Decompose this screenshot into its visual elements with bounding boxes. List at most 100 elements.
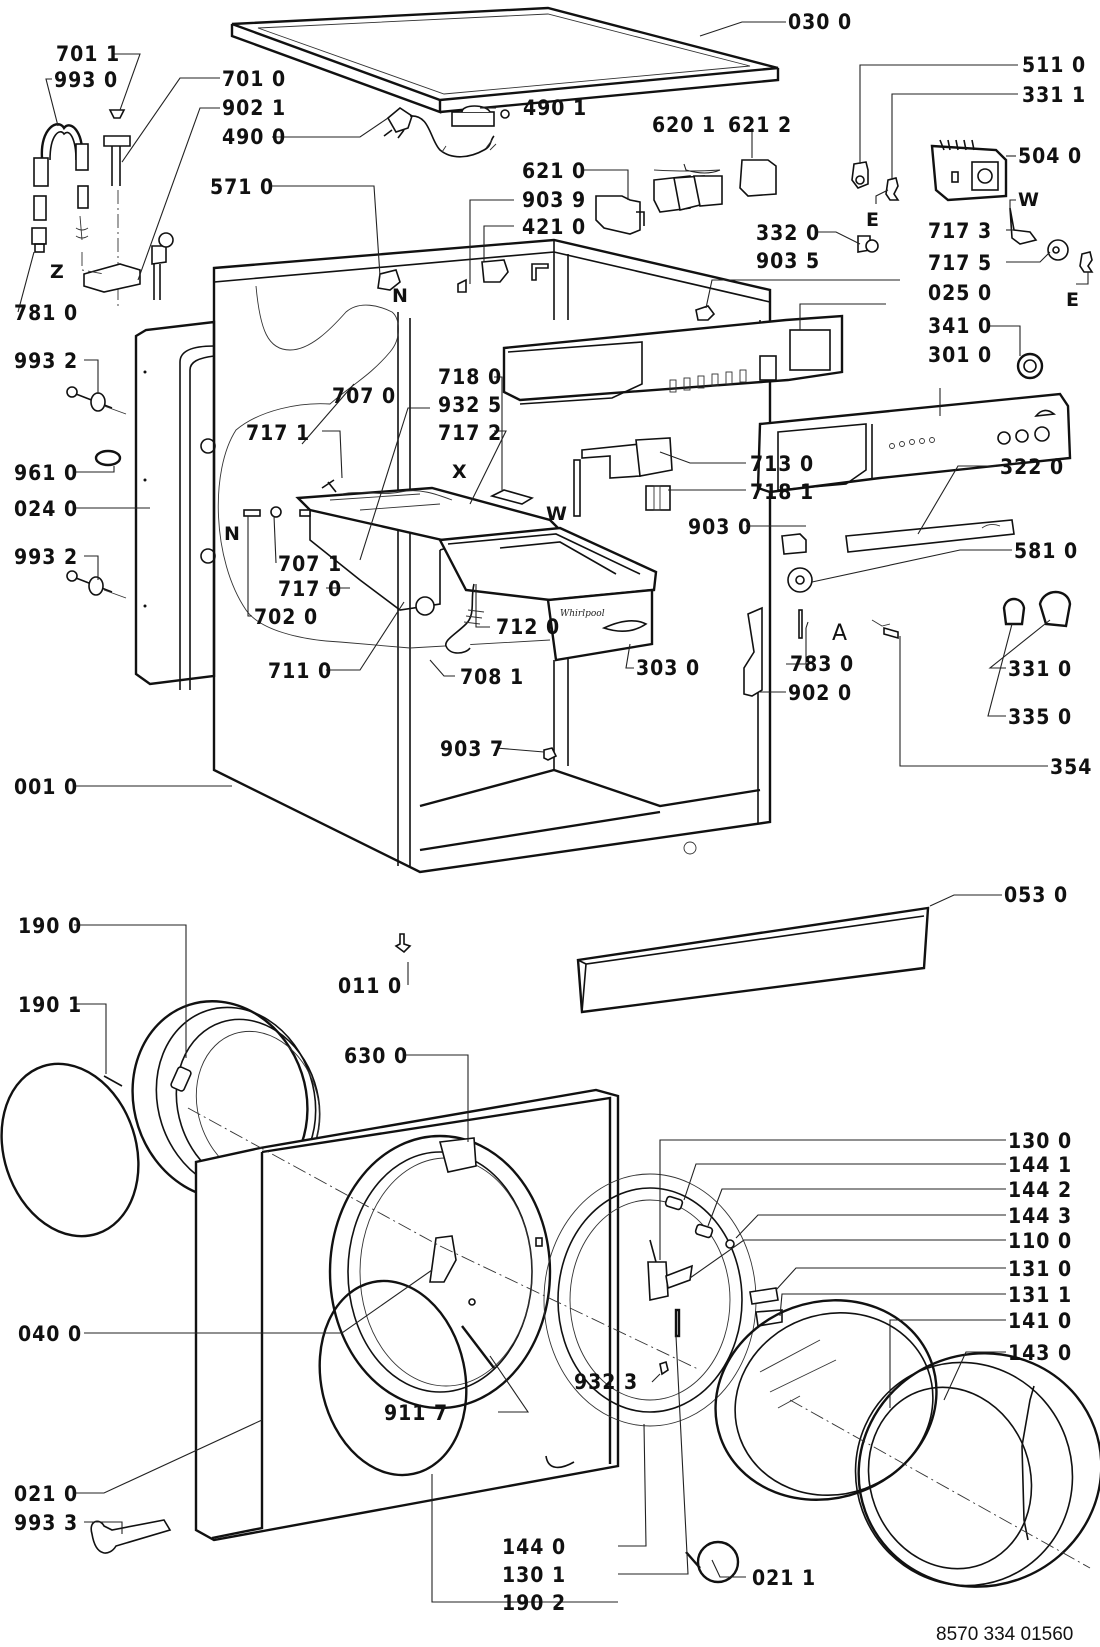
cabinet-drawing [212,238,772,874]
part-label-504-0[interactable]: 504 0 [1018,144,1082,168]
annotation-n-left: N [224,523,240,545]
document-number: 8570 334 01560 [936,1624,1073,1645]
part-label-581-0[interactable]: 581 0 [1014,539,1078,563]
part-label-902-1[interactable]: 902 1 [222,96,286,120]
part-label-490-1[interactable]: 490 1 [523,96,587,120]
part-label-713-0[interactable]: 713 0 [750,452,814,476]
part-label-701-0[interactable]: 701 0 [222,67,286,91]
part-label-143-0[interactable]: 143 0 [1008,1341,1072,1365]
part-label-021-1[interactable]: 021 1 [752,1566,816,1590]
part-label-322-0[interactable]: 322 0 [1000,455,1064,479]
hinge-ring-drawing [543,1173,783,1427]
part-label-421-0[interactable]: 421 0 [522,215,586,239]
part-label-707-1[interactable]: 707 1 [278,552,342,576]
part-label-030-0[interactable]: 030 0 [788,10,852,34]
brand-logo-text: Whirlpool [560,609,605,619]
part-label-131-0[interactable]: 131 0 [1008,1257,1072,1281]
part-label-718-1[interactable]: 718 1 [750,480,814,504]
part-label-511-0[interactable]: 511 0 [1022,53,1086,77]
part-label-701-1[interactable]: 701 1 [56,42,120,66]
part-label-190-0[interactable]: 190 0 [18,914,82,938]
axis-lines [187,1107,1091,1569]
part-label-001-0[interactable]: 001 0 [14,775,78,799]
part-label-341-0[interactable]: 341 0 [928,314,992,338]
part-label-781-0[interactable]: 781 0 [14,301,78,325]
part-label-011-0[interactable]: 011 0 [338,974,402,998]
annotation-e-left: E [866,209,879,231]
part-label-490-0[interactable]: 490 0 [222,125,286,149]
rear-wall-components [377,259,716,321]
part-label-932-3[interactable]: 932 3 [574,1370,638,1394]
part-label-903-9[interactable]: 903 9 [522,188,586,212]
annotation-a: A [832,621,847,646]
part-label-332-0[interactable]: 332 0 [756,221,820,245]
annotation-n-top: N [392,285,408,307]
part-label-932-5[interactable]: 932 5 [438,393,502,417]
part-label-717-5[interactable]: 717 5 [928,251,992,275]
part-label-144-2[interactable]: 144 2 [1008,1178,1072,1202]
part-label-717-2[interactable]: 717 2 [438,421,502,445]
part-label-717-1[interactable]: 717 1 [246,421,310,445]
part-label-630-0[interactable]: 630 0 [344,1044,408,1068]
part-label-621-2[interactable]: 621 2 [728,113,792,137]
annotation-z: Z [50,261,64,283]
part-label-718-0[interactable]: 718 0 [438,365,502,389]
part-label-903-0[interactable]: 903 0 [688,515,752,539]
part-label-144-1[interactable]: 144 1 [1008,1153,1072,1177]
inlet-hose-drawing [31,109,174,310]
part-label-331-1[interactable]: 331 1 [1022,83,1086,107]
part-label-131-1[interactable]: 131 1 [1008,1283,1072,1307]
part-label-190-2[interactable]: 190 2 [502,1591,566,1615]
front-panel-drawing [194,1088,620,1542]
part-label-993-2-lower[interactable]: 993 2 [14,545,78,569]
part-label-993-2-upper[interactable]: 993 2 [14,349,78,373]
part-label-053-0[interactable]: 053 0 [1004,883,1068,907]
part-label-190-1[interactable]: 190 1 [18,993,82,1017]
part-label-993-0[interactable]: 993 0 [54,68,118,92]
part-label-961-0[interactable]: 961 0 [14,461,78,485]
part-label-130-1[interactable]: 130 1 [502,1563,566,1587]
part-label-911-7[interactable]: 911 7 [384,1401,448,1425]
part-label-144-3[interactable]: 144 3 [1008,1204,1072,1228]
side-panel-drawing [134,320,216,690]
part-label-301-0[interactable]: 301 0 [928,343,992,367]
annotation-w-top: W [1018,189,1039,211]
part-label-783-0[interactable]: 783 0 [790,652,854,676]
top-lid-drawing [230,6,780,114]
part-label-024-0[interactable]: 024 0 [14,497,78,521]
part-label-021-0[interactable]: 021 0 [14,1482,78,1506]
part-label-712-0[interactable]: 712 0 [496,615,560,639]
part-label-708-1[interactable]: 708 1 [460,665,524,689]
part-label-902-0[interactable]: 902 0 [788,681,852,705]
part-label-354-1[interactable]: 354 1 [1050,755,1100,779]
control-panel-support-drawing [502,314,844,405]
part-label-717-0[interactable]: 717 0 [278,577,342,601]
door-seal-drawing [0,1000,321,1238]
part-label-335-0[interactable]: 335 0 [1008,705,1072,729]
part-label-711-0[interactable]: 711 0 [268,659,332,683]
part-label-025-0[interactable]: 025 0 [928,281,992,305]
part-label-144-0[interactable]: 144 0 [502,1535,566,1559]
part-label-620-1[interactable]: 620 1 [652,113,716,137]
part-label-707-0[interactable]: 707 0 [332,384,396,408]
annotation-w-mid: W [546,503,567,525]
part-label-717-3[interactable]: 717 3 [928,219,992,243]
part-label-702-0[interactable]: 702 0 [254,605,318,629]
part-label-993-3[interactable]: 993 3 [14,1511,78,1535]
part-label-141-0[interactable]: 141 0 [1008,1309,1072,1333]
part-label-303-0[interactable]: 303 0 [636,656,700,680]
door-drawing [90,1299,1100,1588]
part-label-903-5[interactable]: 903 5 [756,249,820,273]
annotation-e-right: E [1066,289,1079,311]
part-label-571-0[interactable]: 571 0 [210,175,274,199]
annotation-letters: Z N N E E W W X A Whirlpool [50,189,1079,646]
mid-right-components [394,437,1072,954]
part-label-110-0[interactable]: 110 0 [1008,1229,1072,1253]
part-label-331-0[interactable]: 331 0 [1008,657,1072,681]
control-panel-fascia-drawing [756,392,1072,494]
part-labels: 030 0 701 1 993 0 701 0 902 1 490 0 490 … [14,10,1100,1615]
part-label-130-0[interactable]: 130 0 [1008,1129,1072,1153]
part-label-040-0[interactable]: 040 0 [18,1322,82,1346]
part-label-903-7[interactable]: 903 7 [440,737,504,761]
part-label-621-0[interactable]: 621 0 [522,159,586,183]
